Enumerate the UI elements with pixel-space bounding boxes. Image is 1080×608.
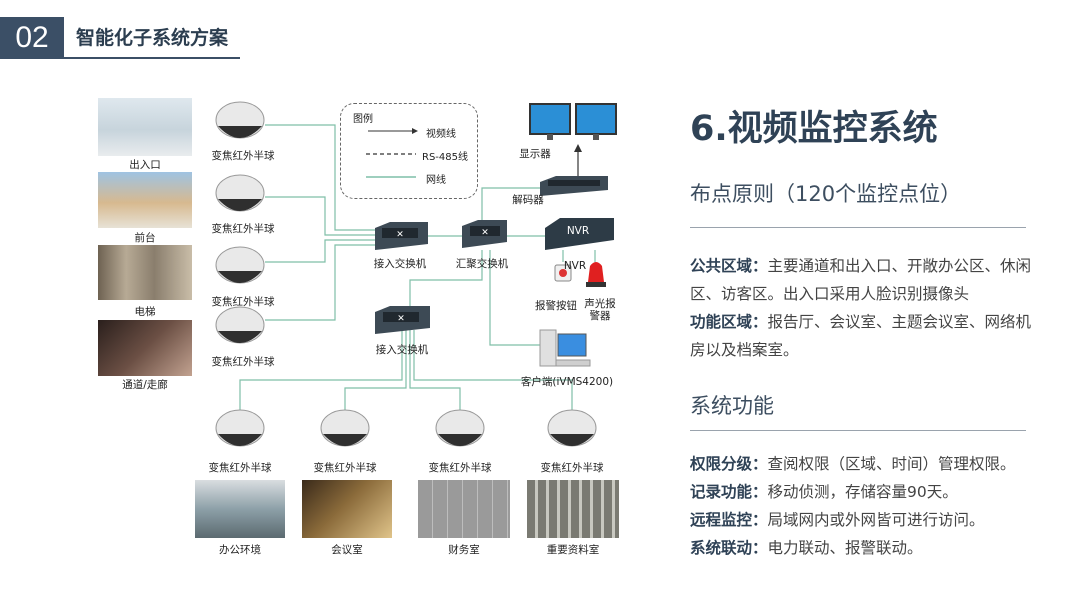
decoder-caption: 解码器 xyxy=(512,194,544,206)
client-caption: 客户端(iVMS4200) xyxy=(520,376,614,388)
legend-rs485-label: RS-485线 xyxy=(422,152,468,163)
archive-room-caption: 重要资料室 xyxy=(546,544,600,556)
corridor-photo xyxy=(98,320,192,376)
header-title: 智能化子系统方案 xyxy=(76,27,229,49)
core-switch-icon: ✕ xyxy=(462,220,507,248)
core-switch-caption: 汇聚交换机 xyxy=(455,258,509,270)
corridor-caption: 通道/走廊 xyxy=(122,379,168,391)
siren-icon xyxy=(586,262,606,287)
alarm-button-icon xyxy=(554,264,572,282)
camera-caption: 变焦红外半球 xyxy=(313,462,377,474)
alarm-button-caption: 报警按钮 xyxy=(535,300,577,312)
camera-icon xyxy=(320,409,370,447)
camera-icon xyxy=(215,246,265,284)
svg-text:✕: ✕ xyxy=(481,228,489,238)
entrance-photo xyxy=(98,98,192,156)
camera-icon xyxy=(547,409,597,447)
office-caption: 办公环境 xyxy=(219,544,261,556)
elevator-caption: 电梯 xyxy=(134,306,156,318)
layout-principle-heading: 布点原则（120个监控点位） xyxy=(690,182,962,206)
legend-box xyxy=(340,103,478,199)
camera-icon xyxy=(215,174,265,212)
access-switch-caption: 接入交换机 xyxy=(375,344,429,356)
principle-item: 功能区域：报告厅、会议室、主题会议室、网络机房以及档案室。 xyxy=(690,313,1032,359)
finance-room-caption: 财务室 xyxy=(448,544,480,556)
svg-text:✕: ✕ xyxy=(397,314,405,324)
section-title: 6.视频监控系统 xyxy=(690,109,938,149)
camera-icon xyxy=(435,409,485,447)
archive-room-photo xyxy=(527,480,619,538)
nvr-caption: NVR xyxy=(563,260,587,272)
system-functions-list: 权限分级：查阅权限（区域、时间）管理权限。 记录功能：移动侦测，存储容量90天。… xyxy=(690,450,1035,562)
camera-caption: 变焦红外半球 xyxy=(540,462,604,474)
camera-icon xyxy=(215,101,265,139)
function-item: 远程监控：局域网内或外网皆可进行访问。 xyxy=(690,511,985,529)
client-computer-icon xyxy=(539,329,591,367)
elevator-photo xyxy=(98,245,192,300)
siren-caption: 声光报警器 xyxy=(584,298,616,322)
section-number: 02 xyxy=(0,17,64,59)
monitor-icon xyxy=(529,103,617,140)
nvr-label: NVR xyxy=(566,225,590,237)
meeting-room-caption: 会议室 xyxy=(331,544,363,556)
divider xyxy=(690,227,1026,228)
function-item: 记录功能：移动侦测，存储容量90天。 xyxy=(690,483,958,501)
camera-caption: 变焦红外半球 xyxy=(208,462,272,474)
camera-caption: 变焦红外半球 xyxy=(211,356,275,368)
access-switch-icon: ✕ xyxy=(375,222,428,250)
finance-room-photo xyxy=(418,480,510,538)
legend-video-label: 视频线 xyxy=(426,129,456,140)
access-switch-caption: 接入交换机 xyxy=(373,258,427,270)
divider xyxy=(690,430,1026,431)
camera-caption: 变焦红外半球 xyxy=(211,150,275,162)
svg-text:✕: ✕ xyxy=(396,230,404,240)
access-switch-icon: ✕ xyxy=(375,306,430,334)
entrance-caption: 出入口 xyxy=(129,159,161,171)
layout-principle-list: 公共区域：主要通道和出入口、开敞办公区、休闲区、访客区。出入口采用人脸识别摄像头… xyxy=(690,252,1035,364)
legend-network-label: 网线 xyxy=(426,175,446,186)
function-item: 权限分级：查阅权限（区域、时间）管理权限。 xyxy=(690,455,1016,473)
header-underline xyxy=(64,57,240,59)
reception-caption: 前台 xyxy=(134,232,156,244)
camera-icon xyxy=(215,306,265,344)
nvr-icon xyxy=(545,218,614,250)
camera-caption: 变焦红外半球 xyxy=(211,296,275,308)
camera-caption: 变焦红外半球 xyxy=(428,462,492,474)
decoder-icon xyxy=(540,176,608,196)
office-photo xyxy=(195,480,285,538)
camera-caption: 变焦红外半球 xyxy=(211,223,275,235)
camera-icon xyxy=(215,409,265,447)
legend-title: 图例 xyxy=(353,114,373,125)
function-item: 系统联动：电力联动、报警联动。 xyxy=(690,539,923,557)
principle-item: 公共区域：主要通道和出入口、开敞办公区、休闲区、访客区。出入口采用人脸识别摄像头 xyxy=(690,257,1032,303)
meeting-room-photo xyxy=(302,480,392,538)
reception-photo xyxy=(98,172,192,228)
system-functions-heading: 系统功能 xyxy=(690,394,774,418)
monitor-caption: 显示器 xyxy=(519,148,551,160)
